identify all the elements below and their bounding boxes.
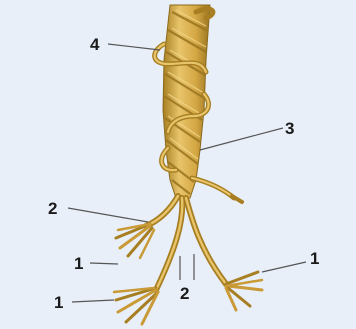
callout-1-bottom: 1 <box>54 293 63 312</box>
callout-2-upper: 2 <box>48 199 57 218</box>
callout-1-left: 1 <box>74 254 83 273</box>
callout-4: 4 <box>90 35 100 54</box>
callout-1-right: 1 <box>310 249 319 268</box>
callout-3: 3 <box>285 119 294 138</box>
callout-2-lower: 2 <box>180 284 189 303</box>
